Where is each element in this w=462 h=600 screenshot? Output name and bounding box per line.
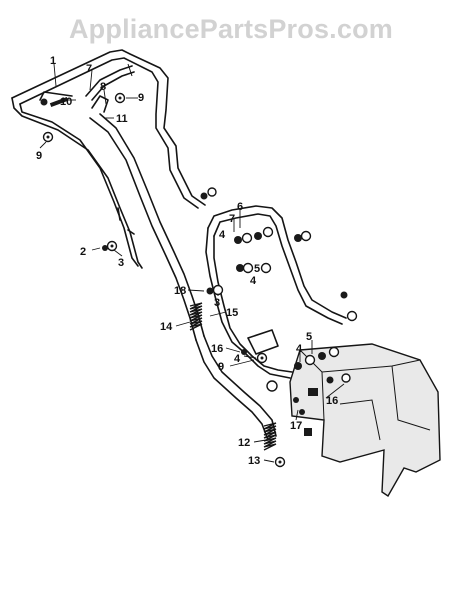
callout-18: 18 [174, 285, 186, 297]
callout-3: 3 [118, 257, 124, 269]
callout-1: 1 [50, 55, 56, 67]
callout-3-mid: 3 [214, 297, 220, 309]
callout-9-lower: 9 [218, 361, 224, 373]
inner-handle-bar [89, 113, 277, 441]
callout-6: 6 [237, 201, 243, 213]
callout-9: 9 [138, 92, 144, 104]
callout-17: 17 [290, 420, 302, 432]
spring-upper [189, 302, 203, 331]
callout-7-right: 7 [229, 213, 235, 225]
callout-4: 4 [219, 229, 226, 241]
callout-5: 5 [254, 263, 260, 275]
callout-4-lower: 4 [234, 353, 241, 365]
callout-7: 7 [86, 63, 92, 75]
callout-2: 2 [80, 246, 86, 258]
callout-15: 15 [226, 307, 238, 319]
callout-16-right: 16 [326, 395, 338, 407]
watermark-text: AppliancePartsPros.com [68, 14, 393, 44]
engine-block [289, 343, 441, 497]
callout-9-left: 9 [36, 150, 42, 162]
callout-5-right: 5 [306, 331, 312, 343]
callout-4-right: 4 [296, 343, 303, 355]
main-handle-outer [11, 49, 206, 269]
callout-labels: 1 7 10 8 9 11 9 6 7 4 5 4 2 3 18 3 15 14… [36, 55, 338, 467]
callout-11: 11 [116, 113, 128, 125]
leader-lines [39, 63, 345, 463]
spring-lower [263, 422, 277, 451]
hardware-parts [40, 92, 358, 468]
callout-8: 8 [100, 81, 106, 93]
lower-handle-assembly [205, 205, 347, 379]
callout-12: 12 [238, 437, 250, 449]
callout-4-mid: 4 [250, 275, 257, 287]
callout-13: 13 [248, 455, 260, 467]
callout-16: 16 [211, 343, 223, 355]
callout-10: 10 [60, 96, 72, 108]
callout-14: 14 [160, 321, 173, 333]
control-lever-upper [39, 63, 135, 113]
